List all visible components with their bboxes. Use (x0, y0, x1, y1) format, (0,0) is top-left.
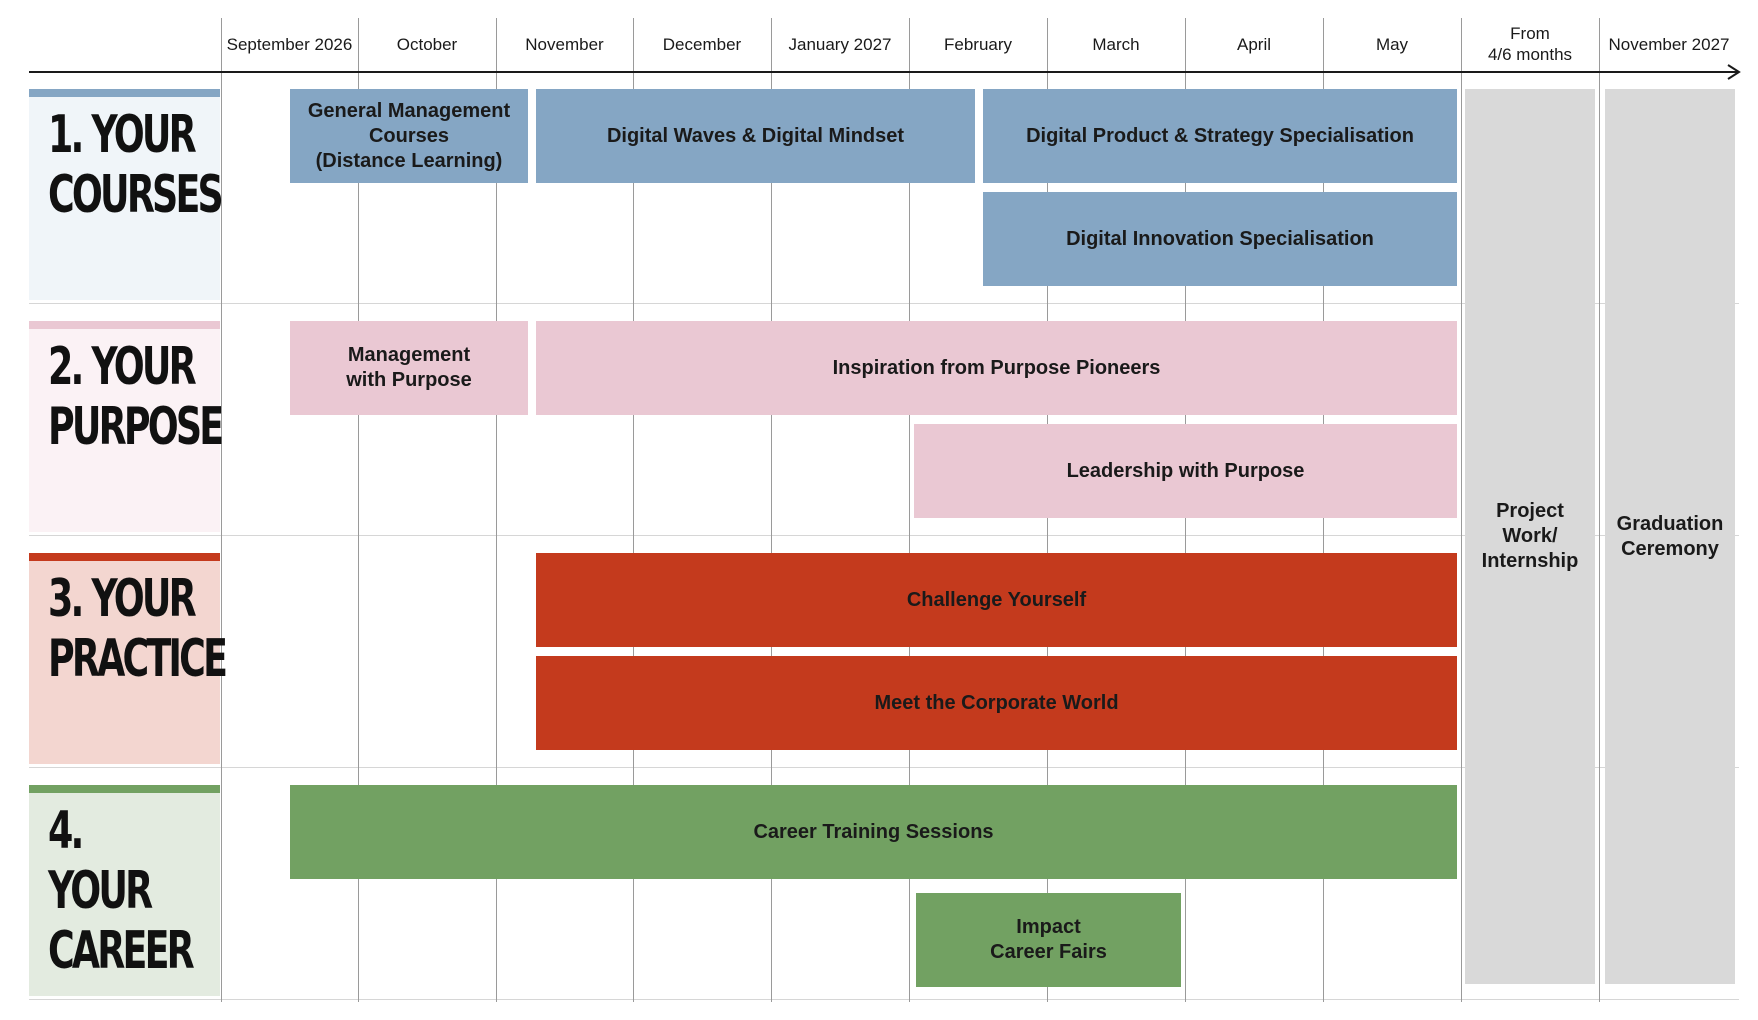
section-separator (29, 303, 1739, 304)
activity-bar: Inspiration from Purpose Pioneers (536, 321, 1457, 415)
section-accent-bar (29, 321, 220, 329)
section-accent-bar (29, 553, 220, 561)
activity-bar: Management with Purpose (290, 321, 528, 415)
activity-bar: Digital Innovation Specialisation (983, 192, 1457, 286)
section-separator (29, 767, 1739, 768)
month-gridline (1461, 18, 1462, 1002)
section-panel: 3. YOUR PRACTICE (29, 553, 228, 764)
month-label: April (1236, 34, 1271, 54)
section-accent-bar (29, 785, 220, 793)
month-gridline (496, 18, 497, 1002)
phase-project-work: Project Work/ Internship (1465, 89, 1595, 984)
section-panel: 2. YOUR PURPOSE (29, 321, 224, 532)
axis-arrowhead (1727, 64, 1741, 80)
section-title: 1. YOUR COURSES (48, 105, 224, 225)
month-label: From 4/6 months (1487, 24, 1573, 64)
activity-bar: Challenge Yourself (536, 553, 1457, 647)
month-gridline (221, 18, 222, 1002)
activity-bar: Digital Product & Strategy Specialisatio… (983, 89, 1457, 183)
month-label: November 2027 (1608, 34, 1730, 54)
month-gridline (358, 18, 359, 1002)
activity-bar: Digital Waves & Digital Mindset (536, 89, 975, 183)
month-label: December (662, 34, 742, 54)
month-label: September 2026 (226, 34, 353, 54)
activity-bar: General Management Courses (Distance Lea… (290, 89, 528, 183)
month-label: November (525, 34, 604, 54)
activity-bar: Leadership with Purpose (914, 424, 1457, 518)
month-gridline (633, 18, 634, 1002)
section-panel: 1. YOUR COURSES (29, 89, 224, 300)
section-title: 2. YOUR PURPOSE (48, 337, 224, 457)
phase-graduation: Graduation Ceremony (1605, 89, 1735, 984)
month-gridline (771, 18, 772, 1002)
month-gridline (1599, 18, 1600, 1002)
month-label: February (943, 34, 1013, 54)
timeline-axis-arrow (29, 64, 1741, 80)
section-title: 3. YOUR PRACTICE (48, 569, 228, 689)
section-separator (29, 535, 1739, 536)
activity-bar: Impact Career Fairs (916, 893, 1181, 987)
section-title: 4. YOUR CAREER (48, 801, 195, 981)
month-label: January 2027 (788, 34, 892, 54)
section-panel: 4. YOUR CAREER (29, 785, 220, 996)
section-separator (29, 999, 1739, 1000)
activity-bar: Career Training Sessions (290, 785, 1457, 879)
section-accent-bar (29, 89, 220, 97)
month-gridline (909, 18, 910, 1002)
month-label: October (396, 34, 458, 54)
month-label: May (1375, 34, 1409, 54)
activity-bar: Meet the Corporate World (536, 656, 1457, 750)
month-label: March (1092, 34, 1140, 54)
